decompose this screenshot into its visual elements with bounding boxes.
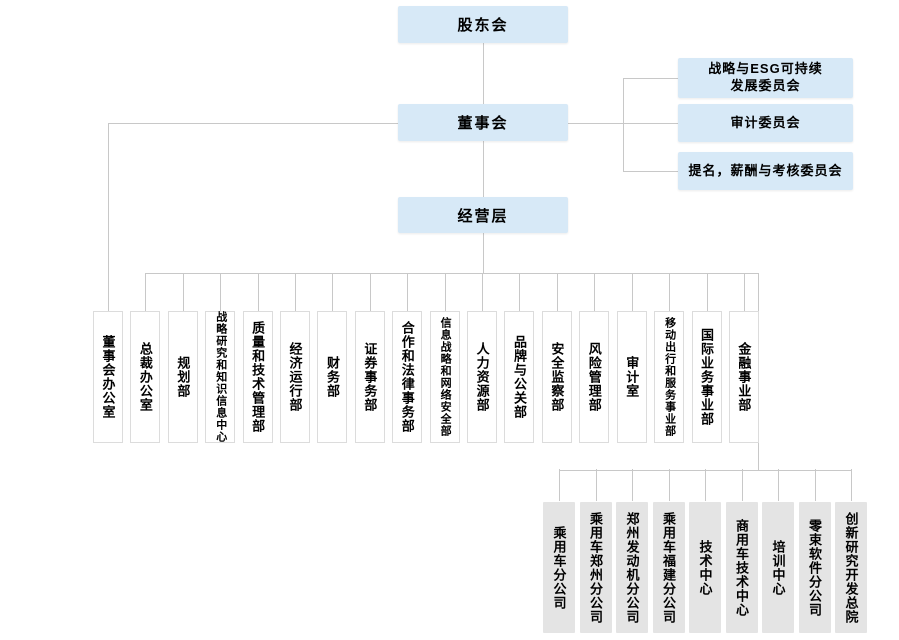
department-box-label: 质量和技术管理部 (250, 321, 266, 433)
connector-management-rail (483, 233, 484, 273)
department-box-label: 规划部 (175, 356, 191, 398)
department-box: 合作和法律事务部 (392, 273, 423, 443)
subsidiary-box: 商用车技术中心 (725, 469, 758, 633)
department-box: 总裁办公室 (130, 273, 161, 443)
connector-board-management (483, 141, 484, 197)
department-box: 质量和技术管理部 (242, 273, 273, 443)
department-box-label: 经济运行部 (287, 342, 303, 412)
connector-shareholders-board (483, 43, 484, 104)
department-box: 董事会办公室 (93, 273, 123, 443)
department-box-label: 人力资源部 (474, 342, 490, 412)
department-box: 风险管理部 (579, 273, 610, 443)
department-box-label: 财务部 (324, 356, 340, 398)
node-board-of-directors: 董事会 (398, 104, 568, 141)
department-box: 经济运行部 (280, 273, 311, 443)
department-box: 国际业务事业部 (691, 273, 722, 443)
department-box: 人力资源部 (467, 273, 498, 443)
subsidiary-box-label: 技术中心 (697, 539, 713, 596)
department-box-label: 信息战略和网络安全部 (439, 317, 452, 437)
node-audit-committee: 审计委员会 (678, 104, 853, 142)
department-box: 移动出行和服务事业部 (654, 273, 685, 443)
department-box: 审计室 (616, 273, 647, 443)
department-box: 战略研究和知识信息中心 (205, 273, 236, 443)
subsidiary-box: 培训中心 (762, 469, 794, 633)
subsidiaries-row: 乘用车分公司 乘用车郑州分公司 郑州发动机分公司 乘用车福建分公司 技术中心 商用车技术中… (543, 469, 867, 633)
subsidiary-box: 郑州发动机分公司 (616, 469, 648, 633)
subsidiary-box-label: 创新研究开发总院 (843, 511, 859, 624)
department-box: 规划部 (167, 273, 198, 443)
departments-row: 董事会办公室 总裁办公室 规划部 战略研究和知识信息中心 质量和技术管理部 经济运行部 财务… (93, 273, 759, 443)
department-box-label: 董事会办公室 (100, 335, 116, 419)
subsidiary-box: 技术中心 (689, 469, 721, 633)
subsidiary-box: 乘用车分公司 (543, 469, 575, 633)
subsidiary-box-label: 乘用车分公司 (551, 525, 567, 610)
subsidiary-box: 零束软件分公司 (798, 469, 831, 633)
node-management-layer: 经营层 (398, 197, 568, 233)
node-nomination-remuneration-committee: 提名，薪酬与考核委员会 (678, 152, 853, 190)
department-box-label: 证券事务部 (362, 342, 378, 412)
departments-rail (145, 273, 759, 274)
department-box-label: 安全监察部 (549, 342, 565, 412)
department-box-label: 国际业务事业部 (699, 328, 714, 426)
department-box: 金融事业部 (728, 273, 759, 443)
department-box: 证券事务部 (354, 273, 385, 443)
department-box-label: 审计室 (624, 356, 640, 398)
department-box-label: 品牌与公关部 (511, 335, 527, 419)
subsidiary-box: 乘用车福建分公司 (652, 469, 685, 633)
department-box-label: 金融事业部 (736, 342, 752, 412)
department-box-label: 总裁办公室 (137, 342, 153, 412)
subsidiary-box-label: 商用车技术中心 (734, 518, 749, 617)
connector-committee-1 (623, 78, 678, 79)
node-strategy-esg-committee: 战略与ESG可持续 发展委员会 (678, 58, 853, 98)
department-box-label: 移动出行和服务事业部 (663, 317, 676, 437)
department-box-label: 风险管理部 (586, 342, 602, 412)
subsidiary-box-label: 零束软件分公司 (807, 518, 822, 617)
node-shareholders-meeting: 股东会 (398, 6, 568, 43)
subsidiary-box-label: 乘用车福建分公司 (661, 511, 676, 624)
subsidiary-box: 创新研究开发总院 (835, 469, 867, 633)
subsidiary-box-label: 培训中心 (770, 539, 786, 596)
department-box-label: 战略研究和知识信息中心 (214, 311, 227, 443)
subsidiary-box-label: 郑州发动机分公司 (624, 511, 640, 624)
connector-board-left (108, 123, 398, 124)
connector-committee-trunk (623, 78, 624, 171)
department-box: 信息战略和网络安全部 (429, 273, 460, 443)
subsidiary-box: 乘用车郑州分公司 (579, 469, 612, 633)
department-box: 安全监察部 (541, 273, 572, 443)
department-box: 财务部 (317, 273, 348, 443)
connector-board-office (108, 123, 109, 311)
department-box-label: 合作和法律事务部 (399, 321, 415, 433)
connector-committee-3 (623, 171, 678, 172)
subsidiary-box-label: 乘用车郑州分公司 (588, 511, 603, 624)
department-box: 品牌与公关部 (504, 273, 535, 443)
